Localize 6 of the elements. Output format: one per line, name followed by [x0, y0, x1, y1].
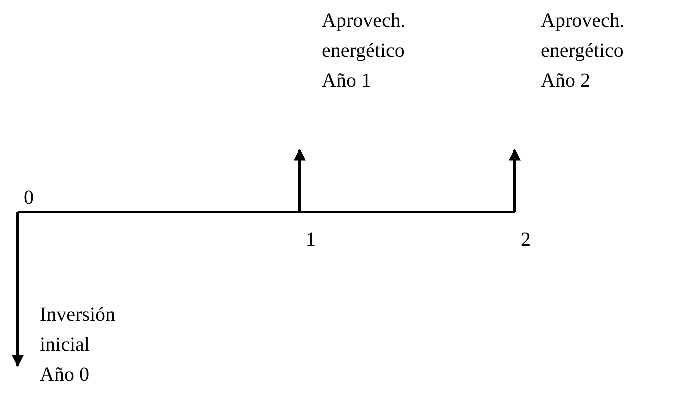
cash-flow-label: Aprovech. energético Año 2 — [541, 9, 626, 94]
period-number: 1 — [306, 228, 317, 253]
cash-flow-label: Inversión inicial Año 0 — [40, 303, 117, 388]
cash-flow-label: Aprovech. energético Año 1 — [322, 9, 407, 94]
period-number: 0 — [24, 186, 35, 211]
period-number: 2 — [521, 228, 532, 253]
